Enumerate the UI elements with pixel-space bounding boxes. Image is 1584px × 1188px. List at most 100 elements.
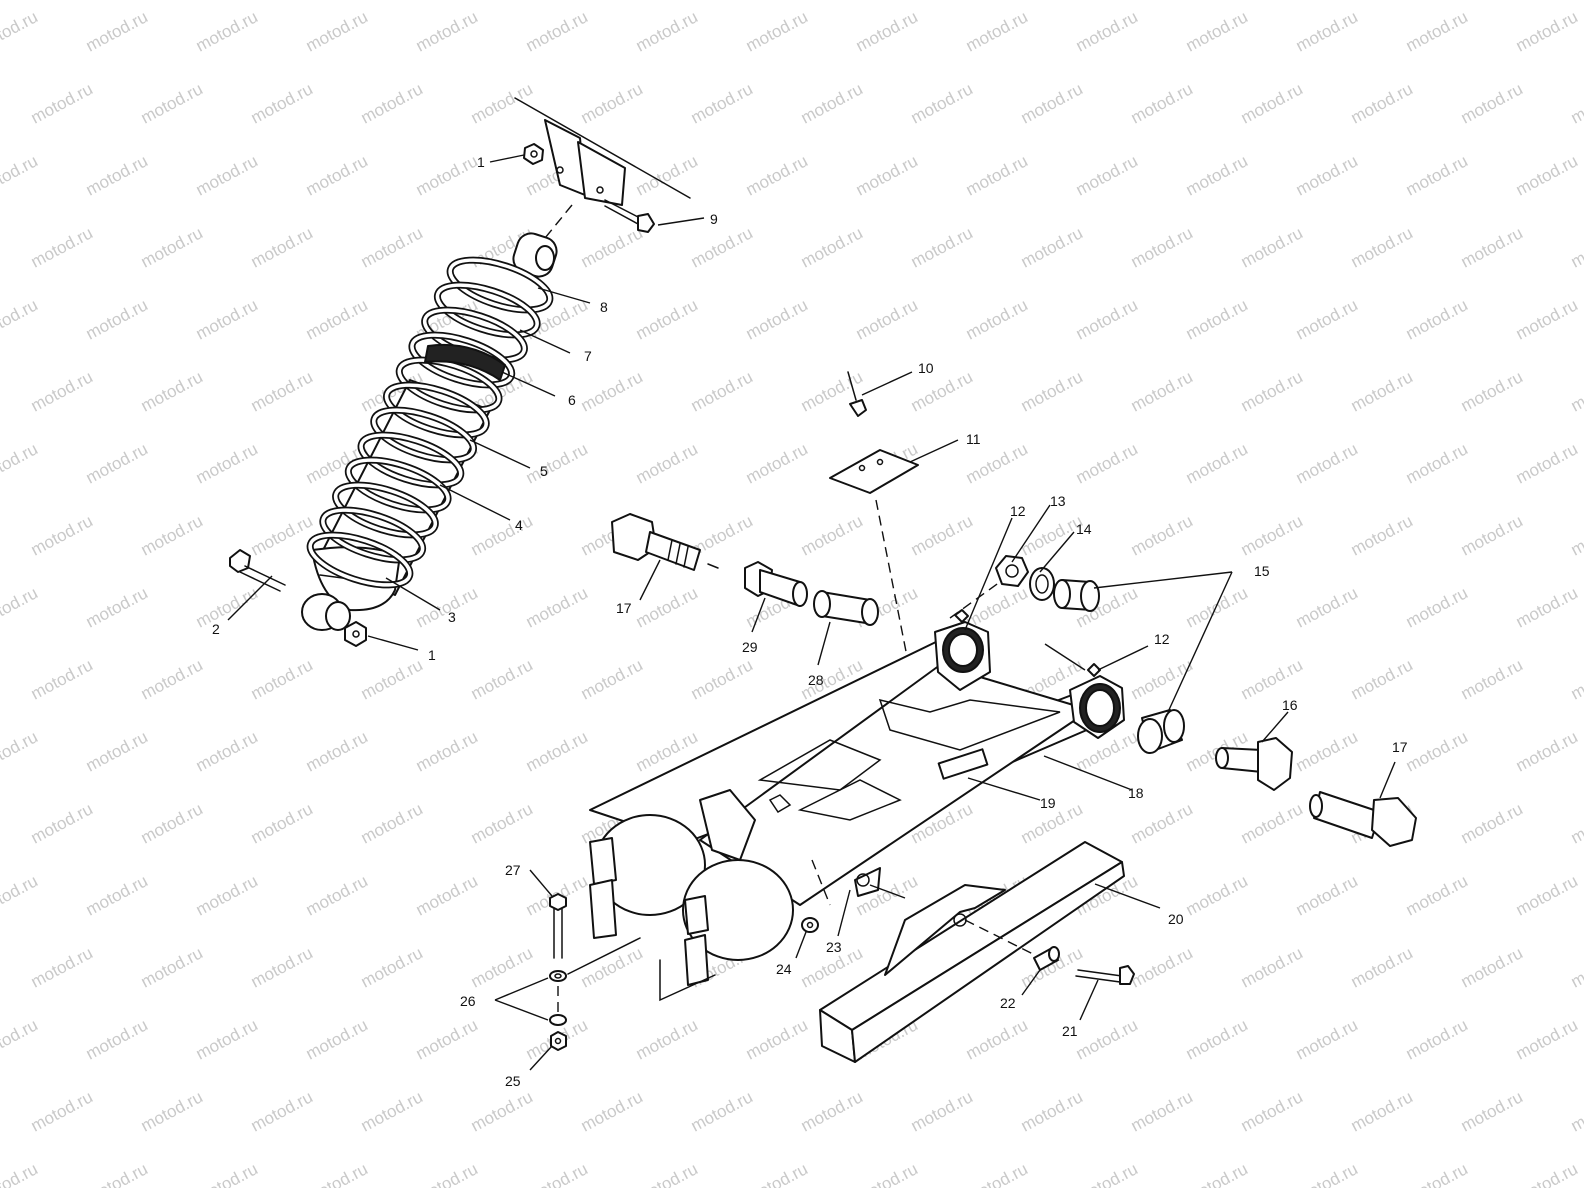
- pivot-bolt-17-left: [611, 513, 719, 571]
- watermark-text: motod.ru: [413, 727, 481, 775]
- assembly-line-26: [567, 937, 641, 975]
- washer-14: [1029, 567, 1055, 601]
- watermark-text: motod.ru: [523, 439, 591, 487]
- spring-coil-highlight: [372, 408, 476, 462]
- watermark-text: motod.ru: [633, 439, 701, 487]
- watermark-text: motod.ru: [1403, 151, 1471, 199]
- watermark-text: motod.ru: [908, 223, 976, 271]
- watermark-text: motod.ru: [853, 1159, 921, 1188]
- assembly-line-bracket: [544, 204, 573, 239]
- watermark-text: motod.ru: [1458, 223, 1526, 271]
- watermark-text: motod.ru: [28, 367, 96, 415]
- callout-12-lower: 12: [1154, 631, 1170, 647]
- watermark-text: motod.ru: [1568, 655, 1584, 703]
- watermark-text: motod.ru: [1018, 223, 1086, 271]
- callout-27: 27: [505, 862, 521, 878]
- watermark-text: motod.ru: [853, 7, 921, 55]
- watermark-text: motod.ru: [1568, 79, 1584, 127]
- watermark-text: motod.ru: [83, 1159, 151, 1188]
- watermark-text: motod.ru: [1403, 1015, 1471, 1063]
- watermark-text: motod.ru: [1458, 799, 1526, 847]
- watermark-text: motod.ru: [1513, 295, 1581, 343]
- spring-coil-highlight: [333, 483, 438, 537]
- watermark-text: motod.ru: [468, 1087, 536, 1135]
- watermark-text: motod.ru: [798, 223, 866, 271]
- watermark-text: motod.ru: [1238, 1087, 1306, 1135]
- watermark-text: motod.ru: [0, 7, 41, 55]
- watermark-text: motod.ru: [0, 1015, 41, 1063]
- watermark-text: motod.ru: [688, 1087, 756, 1135]
- watermark-text: motod.ru: [908, 1087, 976, 1135]
- watermark-text: motod.ru: [1348, 1087, 1416, 1135]
- watermark-text: motod.ru: [1513, 7, 1581, 55]
- callout-16: 16: [1282, 697, 1298, 713]
- watermark-text: motod.ru: [28, 1087, 96, 1135]
- nut-24: [801, 917, 819, 933]
- watermark-text: motod.ru: [1128, 655, 1196, 703]
- callout-14: 14: [1076, 521, 1092, 537]
- watermark-text: motod.ru: [1238, 511, 1306, 559]
- upper-mount-bracket: [514, 97, 691, 206]
- watermark-text: motod.ru: [193, 7, 261, 55]
- watermark-text: motod.ru: [1403, 583, 1471, 631]
- watermark-text: motod.ru: [413, 1015, 481, 1063]
- watermark-text: motod.ru: [1513, 1159, 1581, 1188]
- watermark-text: motod.ru: [578, 943, 646, 991]
- watermark-text: motod.ru: [1293, 295, 1361, 343]
- watermark-text: motod.ru: [1403, 727, 1471, 775]
- watermark-text: motod.ru: [1458, 655, 1526, 703]
- bushing-29: [744, 561, 808, 607]
- callout-11: 11: [966, 431, 981, 447]
- watermark-text: motod.ru: [248, 367, 316, 415]
- watermark-text: motod.ru: [1183, 871, 1251, 919]
- assembly-line-pivot: [949, 581, 1001, 619]
- callout-7: 7: [584, 348, 592, 364]
- watermark-text: motod.ru: [138, 79, 206, 127]
- watermark-text: motod.ru: [1238, 223, 1306, 271]
- watermark-text: motod.ru: [358, 799, 426, 847]
- watermark-text: motod.ru: [1403, 7, 1471, 55]
- watermark-text: motod.ru: [1348, 511, 1416, 559]
- watermark-text: motod.ru: [413, 7, 481, 55]
- watermark-text: motod.ru: [798, 79, 866, 127]
- watermark-text: motod.ru: [1128, 511, 1196, 559]
- watermark-text: motod.ru: [468, 655, 536, 703]
- nut-bottom: [344, 621, 367, 647]
- watermark-text: motod.ru: [853, 295, 921, 343]
- watermark-text: motod.ru: [1293, 439, 1361, 487]
- watermark-text: motod.ru: [1238, 367, 1306, 415]
- callout-5: 5: [540, 463, 548, 479]
- watermark-text: motod.ru: [798, 511, 866, 559]
- callout-24: 24: [776, 961, 792, 977]
- watermark-text: motod.ru: [1018, 1087, 1086, 1135]
- assembly-line-12b: [1044, 643, 1086, 671]
- watermark-text: motod.ru: [1183, 1159, 1251, 1188]
- assembly-line-24: [811, 859, 831, 906]
- watermark-text: motod.ru: [0, 151, 41, 199]
- watermark-text: motod.ru: [138, 223, 206, 271]
- watermark-text: motod.ru: [1073, 727, 1141, 775]
- bolt-27: [549, 893, 567, 959]
- watermark-text: motod.ru: [523, 727, 591, 775]
- watermark-text: motod.ru: [28, 79, 96, 127]
- watermark-text: motod.ru: [1458, 1087, 1526, 1135]
- watermark-text: motod.ru: [688, 655, 756, 703]
- watermark-text: motod.ru: [963, 1159, 1031, 1188]
- callout-22: 22: [1000, 995, 1016, 1011]
- watermark-text: motod.ru: [1458, 943, 1526, 991]
- watermark-text: motod.ru: [303, 151, 371, 199]
- callout-25: 25: [505, 1073, 521, 1089]
- swing-arm: [589, 609, 1125, 1002]
- watermark-text: motod.ru: [0, 871, 41, 919]
- watermark-text: motod.ru: [578, 79, 646, 127]
- watermark-text: motod.ru: [28, 655, 96, 703]
- watermark-text: motod.ru: [963, 7, 1031, 55]
- watermark-text: motod.ru: [1568, 799, 1584, 847]
- watermark-text: motod.ru: [743, 439, 811, 487]
- watermark-text: motod.ru: [633, 1159, 701, 1188]
- watermark-text: motod.ru: [743, 7, 811, 55]
- watermark-text: motod.ru: [1403, 1159, 1471, 1188]
- watermark-text: motod.ru: [963, 151, 1031, 199]
- plate-11: [829, 449, 919, 494]
- watermark-text: motod.ru: [83, 439, 151, 487]
